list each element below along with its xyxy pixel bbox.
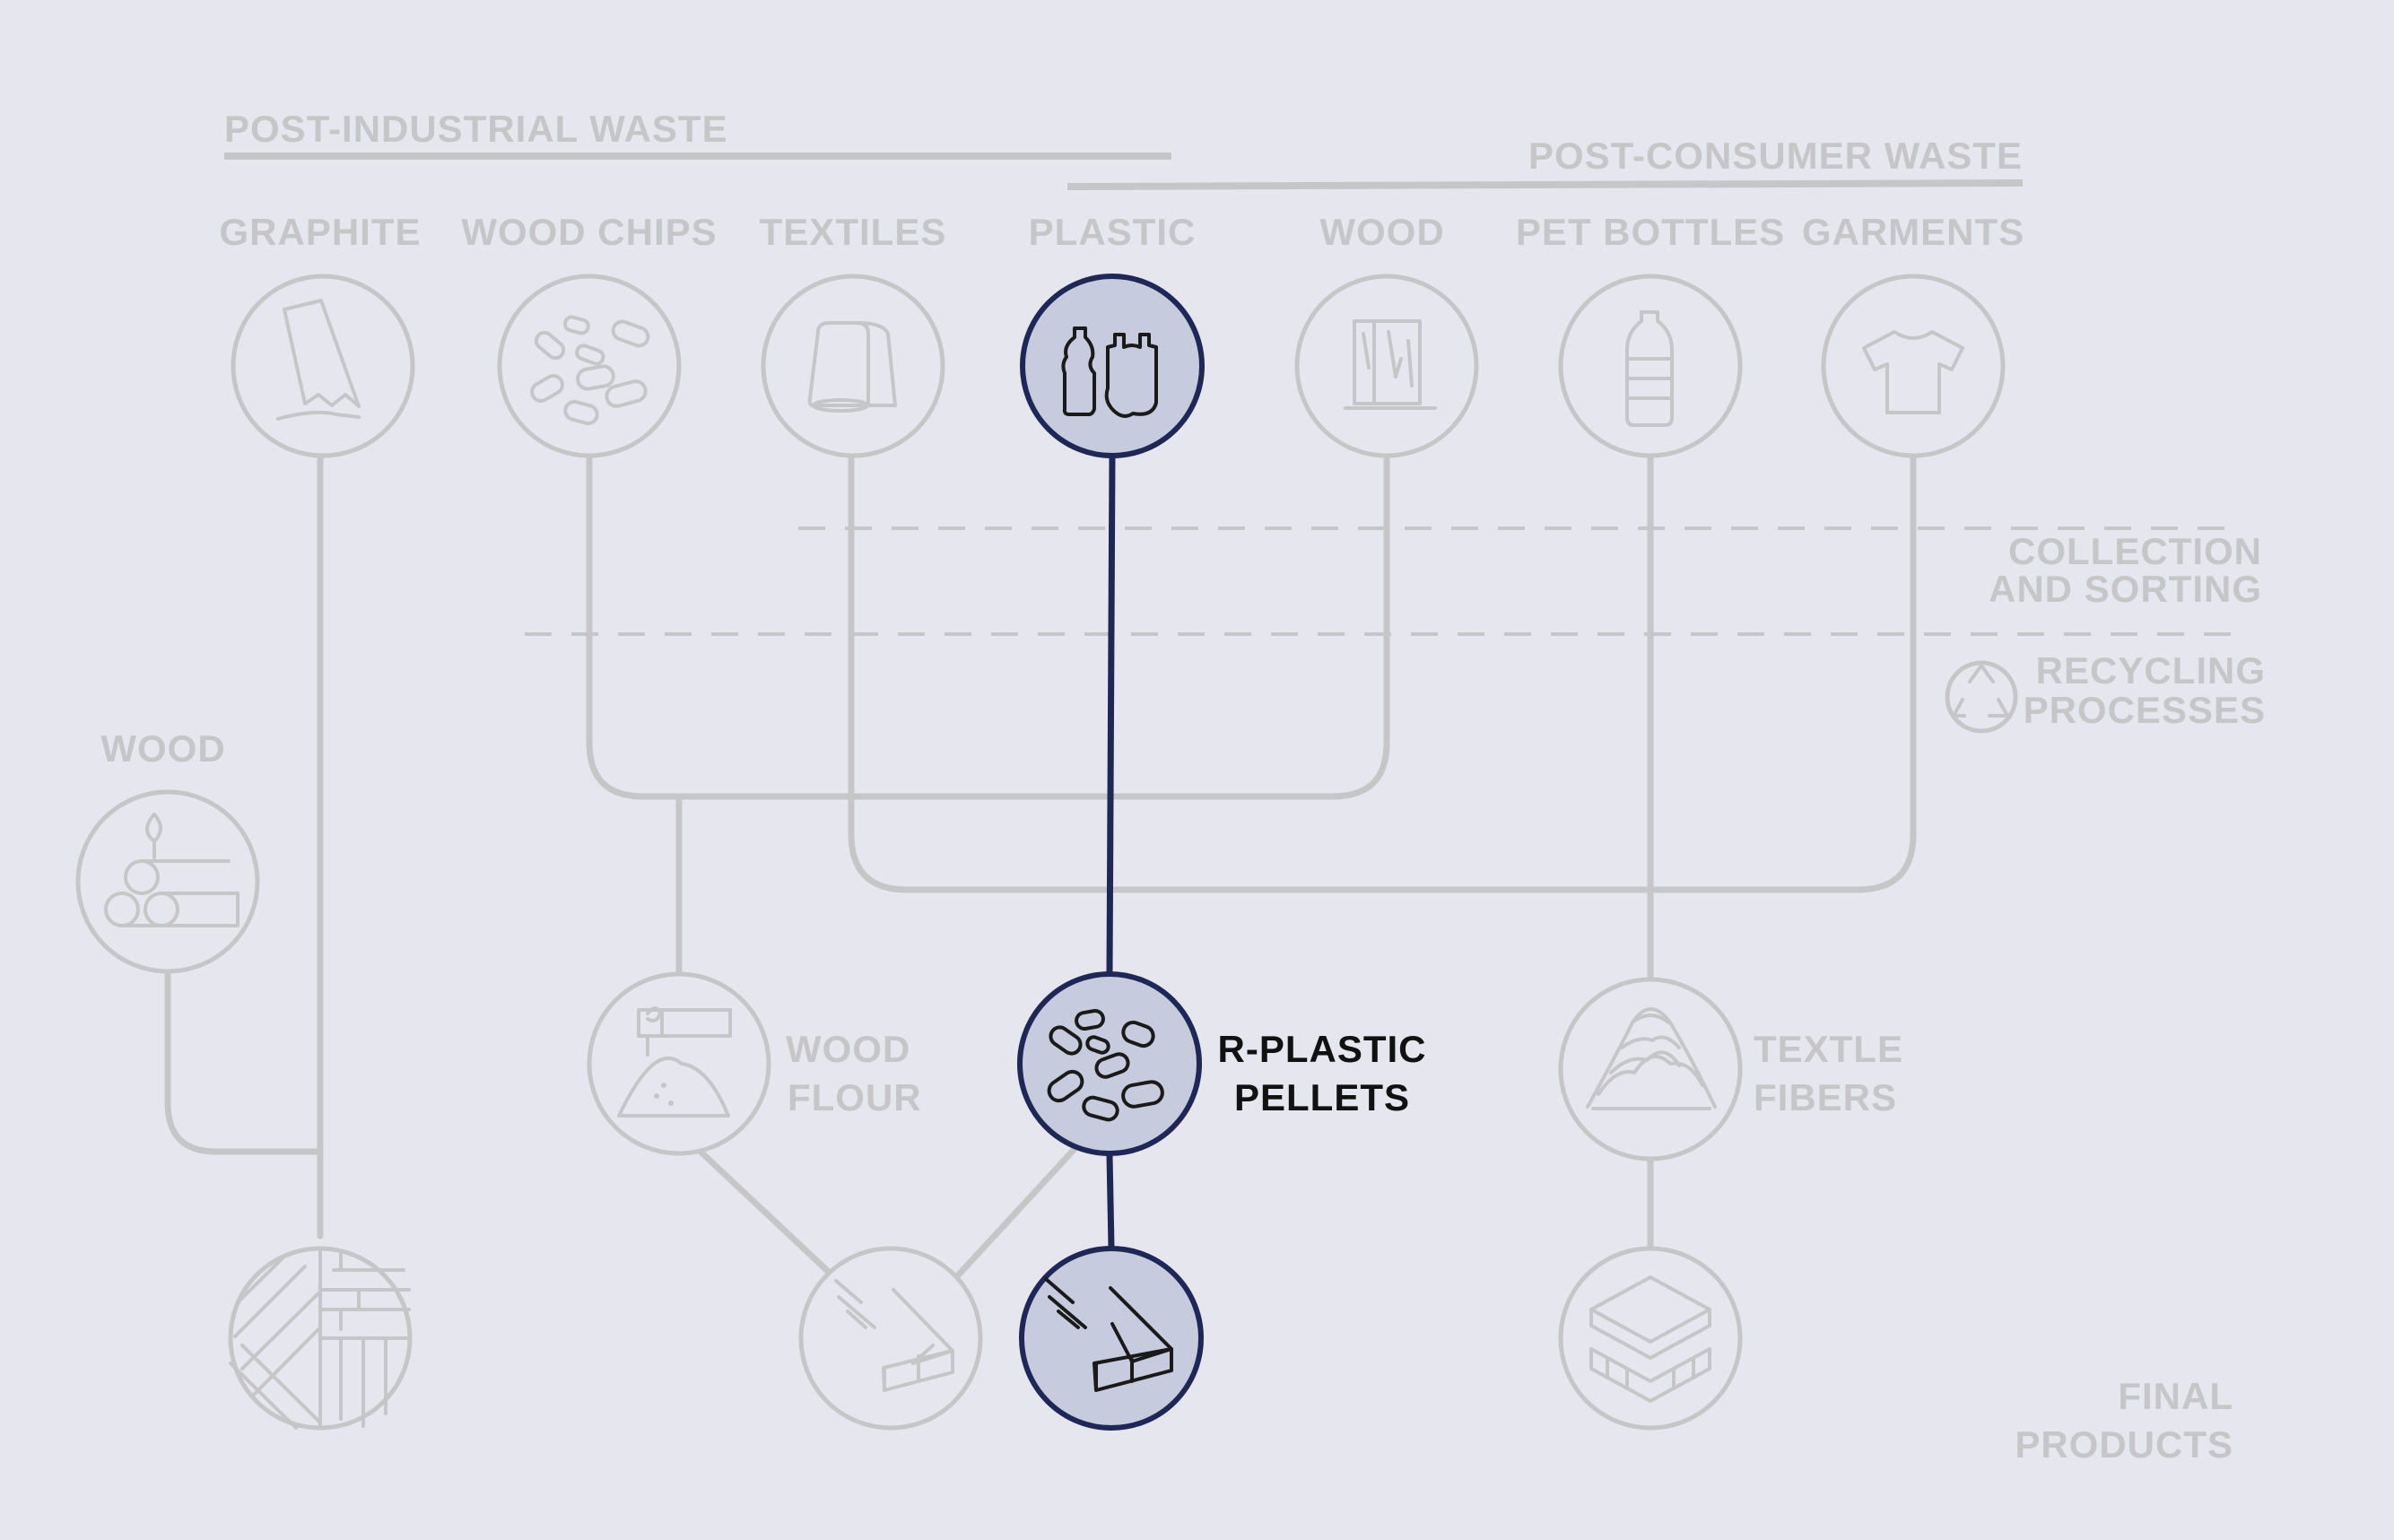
recycling-label-line1: RECYCLING <box>2036 649 2266 692</box>
layers-icon <box>1589 1275 1711 1403</box>
final-products-label-line2: PRODUCTS <box>2015 1423 2233 1466</box>
highlighted-flow-path <box>1106 456 1116 1248</box>
pellets-icon <box>1047 1008 1164 1122</box>
bottle-icon <box>1625 310 1674 427</box>
decking-highlight-node <box>1019 1246 1204 1431</box>
post-consumer-heading: POST-CONSUMER WASTE <box>1528 135 2023 177</box>
garments-node <box>1821 274 2006 458</box>
plastic-node <box>1020 274 1205 458</box>
insulation-product-node <box>1558 1246 1743 1431</box>
source-label-plastic: PLASTIC <box>1029 211 1197 253</box>
decking-boards-icon <box>1044 1277 1173 1392</box>
collection-label-line1: COLLECTION <box>2008 530 2262 572</box>
flooring-product-node <box>228 1246 413 1431</box>
wood-left-label: WOOD <box>100 727 225 770</box>
bottle-and-bag-icon <box>1061 326 1158 418</box>
wood-node <box>1294 274 1479 458</box>
source-label-graphite: GRAPHITE <box>219 211 421 253</box>
wood-flour-label-line2: FLOUR <box>788 1076 922 1118</box>
wood-logs-node <box>75 789 260 974</box>
source-label-pet-bottles: PET BOTTLES <box>1516 211 1785 253</box>
pet-bottles-node <box>1558 274 1743 458</box>
decking-product-node <box>798 1246 983 1431</box>
textiles-node <box>761 274 945 458</box>
parquet-icon <box>229 1247 412 1430</box>
final-products-label-line1: FINAL <box>2118 1375 2233 1417</box>
wood-chips-node <box>497 274 682 458</box>
textile-fibers-node <box>1558 977 1743 1162</box>
textile-fibers-label-line2: FIBERS <box>1754 1076 1897 1118</box>
graphite-node <box>231 274 415 458</box>
source-label-wood-chips: WOOD CHIPS <box>461 211 717 253</box>
wood-flour-node <box>587 971 771 1156</box>
fabric-roll-icon <box>807 321 897 413</box>
post-industrial-heading: POST-INDUSTRIAL WASTE <box>224 108 728 150</box>
logs-icon <box>104 813 239 927</box>
sawdust-icon <box>617 1006 732 1118</box>
source-label-textiles: TEXTILES <box>760 211 947 253</box>
flow-connectors <box>164 453 1917 1279</box>
post-consumer-bar <box>1066 179 2024 190</box>
r-plastic-label-line2: PELLETS <box>1234 1076 1410 1118</box>
r-plastic-label-line1: R-PLASTIC <box>1218 1028 1427 1070</box>
collection-label-line2: AND SORTING <box>1989 568 2262 610</box>
tshirt-icon <box>1862 330 1964 414</box>
fibers-icon <box>1586 1007 1717 1110</box>
recycle-icon <box>1945 660 2018 734</box>
chips-icon <box>530 315 650 426</box>
wood-door-icon <box>1344 319 1437 410</box>
r-plastic-pellets-node <box>1017 971 1202 1156</box>
source-label-garments: GARMENTS <box>1802 211 2024 253</box>
wood-flour-label-line1: WOOD <box>786 1028 910 1070</box>
pencil-icon <box>276 299 361 421</box>
recycling-label-line2: PROCESSES <box>2024 689 2266 731</box>
source-label-wood: WOOD <box>1319 211 1444 253</box>
decking-boards-icon <box>834 1279 954 1392</box>
textile-fibers-label-line1: TEXTLE <box>1754 1028 1903 1070</box>
